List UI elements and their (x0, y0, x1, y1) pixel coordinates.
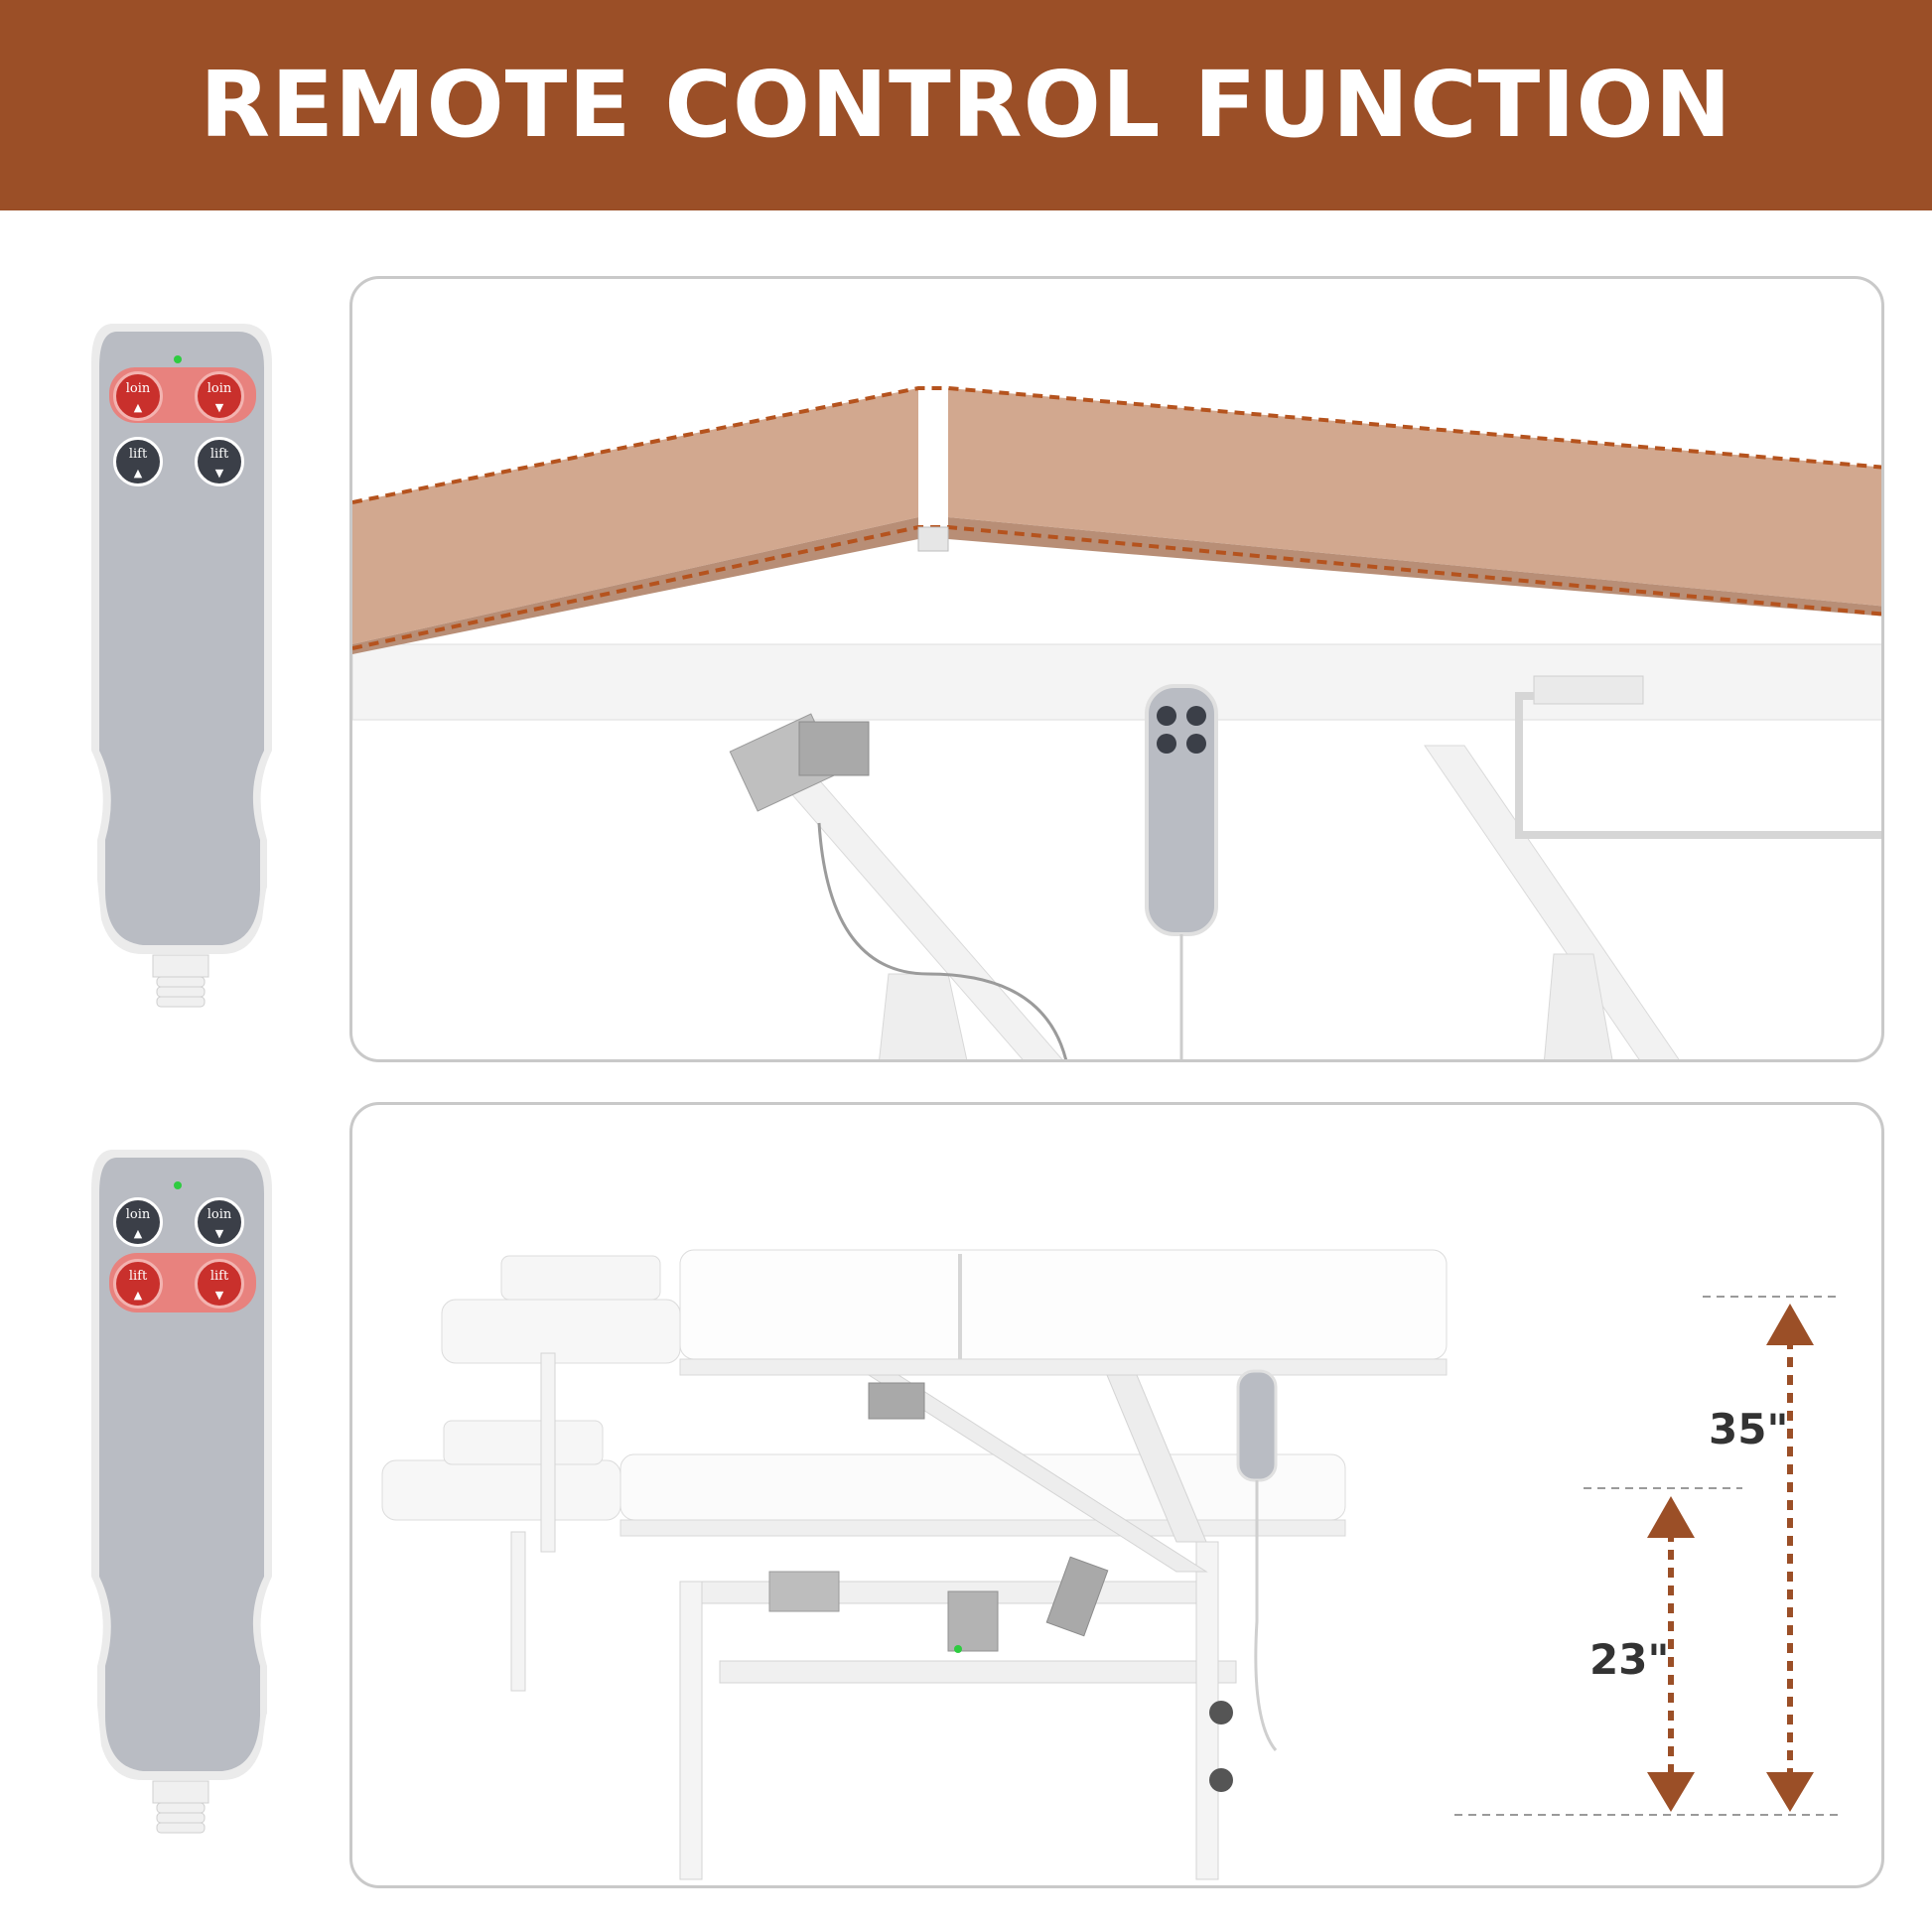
remote-button-lift-down[interactable]: lift ▼ (195, 1259, 244, 1309)
remote-button-lift-up[interactable]: lift ▲ (113, 437, 163, 486)
remote-button-loin-down[interactable]: loin ▼ (195, 1197, 244, 1247)
button-label: lift (209, 1269, 229, 1284)
button-label: lift (128, 447, 148, 462)
lift-function-panel: 35" 23" (349, 1102, 1884, 1888)
page-title: REMOTE CONTROL FUNCTION (200, 52, 1732, 158)
remote-control-graphic (91, 324, 272, 1008)
arrow-down-icon: ▼ (214, 401, 224, 414)
remote-button-loin-down[interactable]: loin ▼ (195, 371, 244, 421)
button-label: lift (209, 447, 229, 462)
remote-control-lift: loin ▲ loin ▼ lift ▲ lift ▼ (83, 1150, 282, 1835)
indicator-led (174, 355, 182, 363)
remote-button-loin-up[interactable]: loin ▲ (113, 1197, 163, 1247)
arrow-up-icon: ▲ (133, 467, 143, 480)
arrow-up-icon: ▲ (133, 1289, 143, 1302)
title-banner: REMOTE CONTROL FUNCTION (0, 0, 1932, 210)
arrow-down-icon: ▼ (214, 1289, 224, 1302)
remote-button-loin-up[interactable]: loin ▲ (113, 371, 163, 421)
remote-control-graphic (91, 1150, 272, 1834)
indicator-led (174, 1181, 182, 1189)
button-label: lift (128, 1269, 148, 1284)
table-lift-illustration (381, 1249, 1842, 1880)
button-label: loin (125, 381, 151, 396)
remote-button-lift-down[interactable]: lift ▼ (195, 437, 244, 486)
remote-button-lift-up[interactable]: lift ▲ (113, 1259, 163, 1309)
arrow-up-icon: ▲ (133, 401, 143, 414)
arrow-down-icon: ▼ (214, 1227, 224, 1240)
arrow-up-icon: ▲ (133, 1227, 143, 1240)
high-height-label: 35" (1709, 1405, 1789, 1453)
arrow-down-icon: ▼ (214, 467, 224, 480)
loin-function-panel (349, 276, 1884, 1062)
button-label: loin (207, 1207, 232, 1222)
remote-control-loin: loin ▲ loin ▼ lift ▲ lift ▼ (83, 324, 282, 1009)
button-label: loin (125, 1207, 151, 1222)
table-tilt-illustration (352, 386, 1881, 1059)
low-height-label: 23" (1589, 1635, 1670, 1684)
button-label: loin (207, 381, 232, 396)
